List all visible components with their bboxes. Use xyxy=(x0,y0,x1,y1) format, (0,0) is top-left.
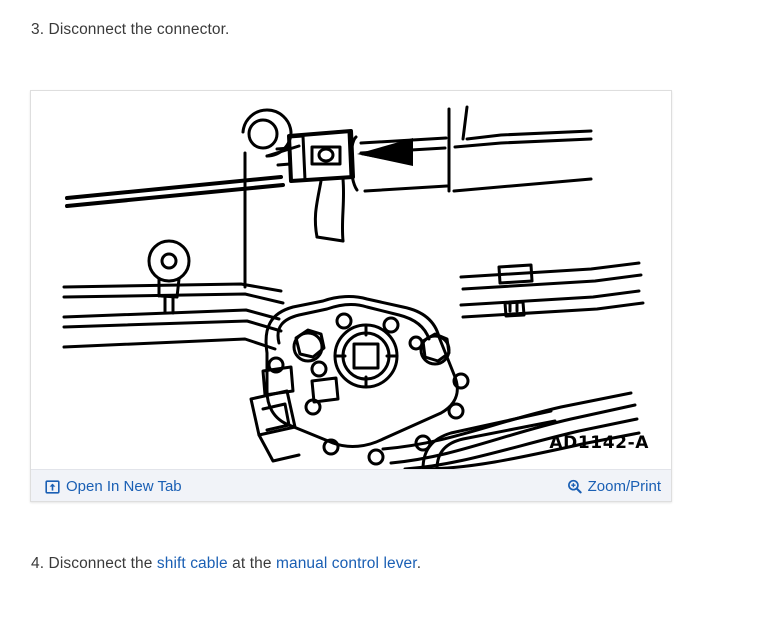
magnifier-plus-icon xyxy=(567,479,582,494)
manual-control-lever-link[interactable]: manual control lever xyxy=(275,555,417,572)
open-in-new-tab-label: Open In New Tab xyxy=(66,477,182,495)
open-in-new-tab-icon xyxy=(45,479,60,494)
step-4-middle-text: at the xyxy=(227,555,276,572)
open-in-new-tab-button[interactable]: Open In New Tab xyxy=(45,470,182,502)
figure-id-label: AD1142-A xyxy=(549,433,649,453)
step-4-lead-text: 4. Disconnect the xyxy=(31,555,157,572)
figure-container: AD1142-A Open In New Tab Zoom/Prin xyxy=(30,90,672,502)
shift-cable-link[interactable]: shift cable xyxy=(156,555,228,572)
transmission-diagram-svg xyxy=(62,105,645,469)
step-4-tail-text: . xyxy=(416,555,422,572)
technical-diagram xyxy=(31,91,671,469)
step-3-instruction: 3. Disconnect the connector. xyxy=(31,21,230,38)
step-4-instruction: 4. Disconnect the shift cable at the man… xyxy=(31,555,421,573)
zoom-print-label: Zoom/Print xyxy=(587,477,661,495)
figure-toolbar: Open In New Tab Zoom/Print xyxy=(31,469,671,501)
zoom-print-button[interactable]: Zoom/Print xyxy=(567,470,661,502)
